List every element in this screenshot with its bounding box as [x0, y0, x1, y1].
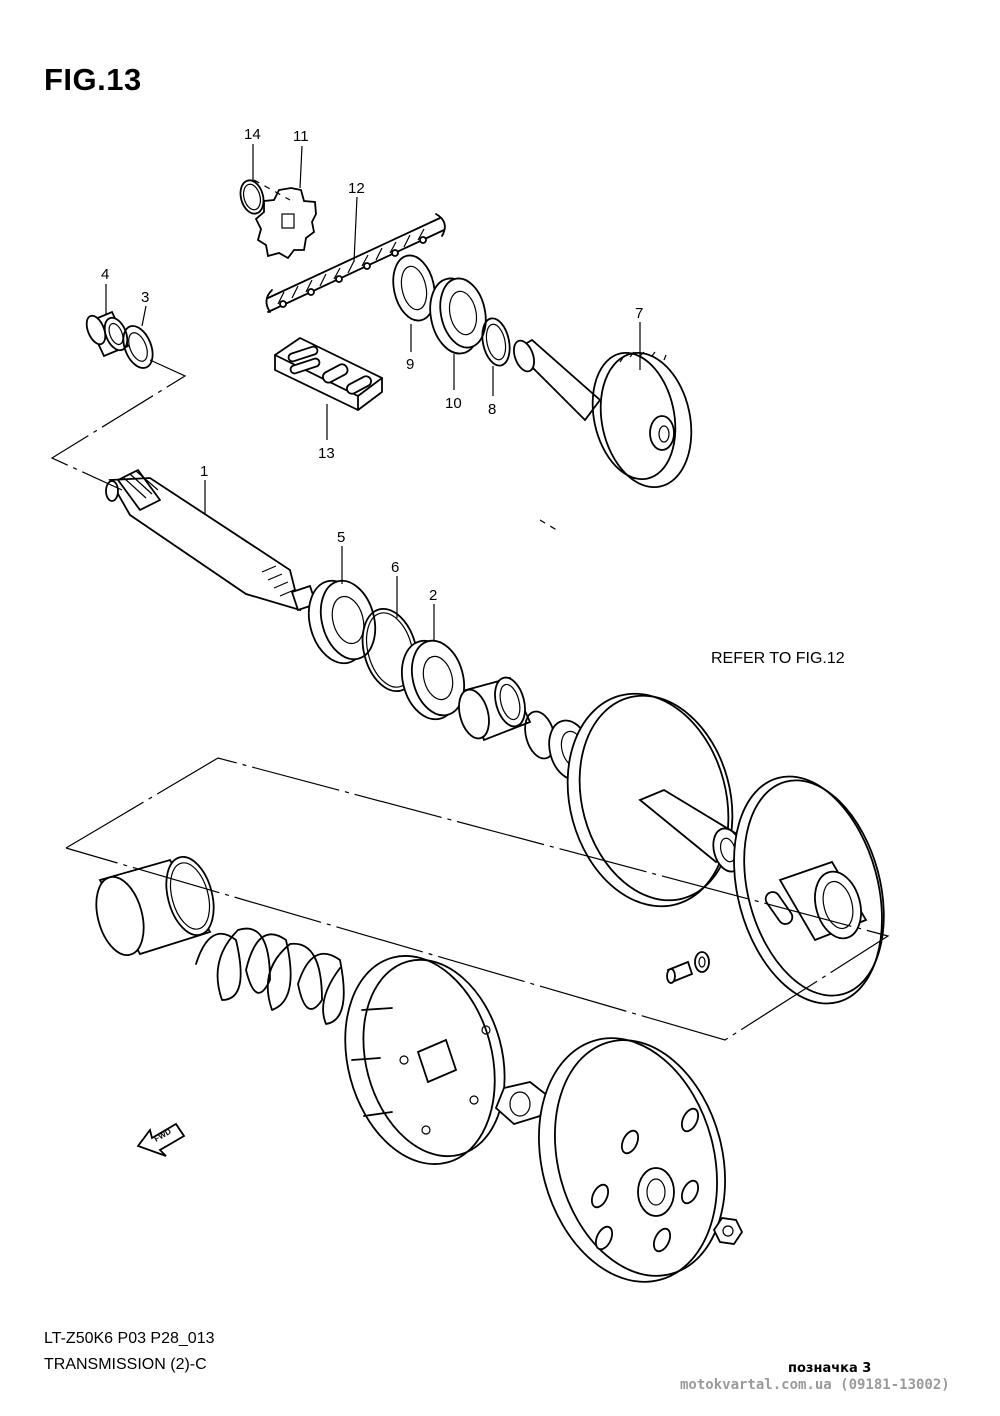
part-1-shaft[interactable]	[105, 469, 318, 612]
watermark: motokvartal.com.ua (09181-13002)	[680, 1377, 950, 1393]
page-mark: позначка 3	[788, 1361, 872, 1376]
callout-12: 12	[348, 180, 365, 197]
leader-lines	[105, 144, 641, 640]
callout-1: 1	[200, 463, 208, 480]
callout-6: 6	[391, 559, 399, 576]
part-9-oil-seal[interactable]	[388, 252, 441, 325]
part-needle-bearing-large	[458, 676, 532, 742]
figure-title: FIG.13	[44, 62, 142, 97]
part-10-bearing[interactable]	[424, 274, 492, 358]
part-clutch-shoe	[344, 955, 506, 1165]
part-pulley-face	[566, 692, 744, 908]
callout-8: 8	[488, 401, 496, 418]
part-13-chain-joint-set[interactable]	[274, 337, 383, 411]
part-movable-pulley	[733, 775, 885, 1005]
callout-11: 11	[293, 128, 309, 145]
part-3-washer[interactable]	[118, 322, 159, 373]
part-sleeve	[95, 856, 215, 956]
callout-14: 14	[244, 126, 261, 143]
part-spring	[195, 927, 345, 1025]
part-14-circlip[interactable]	[237, 178, 267, 217]
assembly-lines	[50, 179, 890, 1041]
fwd-arrow-icon: FWD	[136, 1122, 186, 1157]
part-8-circlip[interactable]	[478, 316, 513, 368]
refer-note: REFER TO FIG.12	[711, 650, 845, 667]
part-2-bearing[interactable]	[394, 634, 472, 725]
callout-7: 7	[635, 305, 643, 322]
part-bolt-and-washer	[666, 951, 710, 984]
callout-3: 3	[141, 289, 149, 306]
callout-numbers: 14 11 12 4 3 7 9 10 8 13 1 5 6 2	[101, 126, 643, 604]
part-clutch-housing	[538, 1037, 726, 1283]
callout-10: 10	[445, 395, 462, 412]
model-code: LT-Z50K6 P03 P28_013	[44, 1330, 215, 1347]
diagram-caption: TRANSMISSION (2)-C	[44, 1356, 207, 1373]
part-7-output-gear-shaft[interactable]	[510, 338, 703, 496]
part-5-bearing[interactable]	[300, 574, 383, 670]
part-small-nut	[712, 1217, 744, 1245]
callout-9: 9	[406, 356, 414, 373]
part-11-sprocket[interactable]	[254, 187, 317, 260]
callout-13: 13	[318, 445, 335, 462]
callout-2: 2	[429, 587, 437, 604]
part-4-needle-bearing[interactable]	[83, 310, 132, 358]
callout-4: 4	[101, 266, 109, 283]
callout-5: 5	[337, 529, 345, 546]
